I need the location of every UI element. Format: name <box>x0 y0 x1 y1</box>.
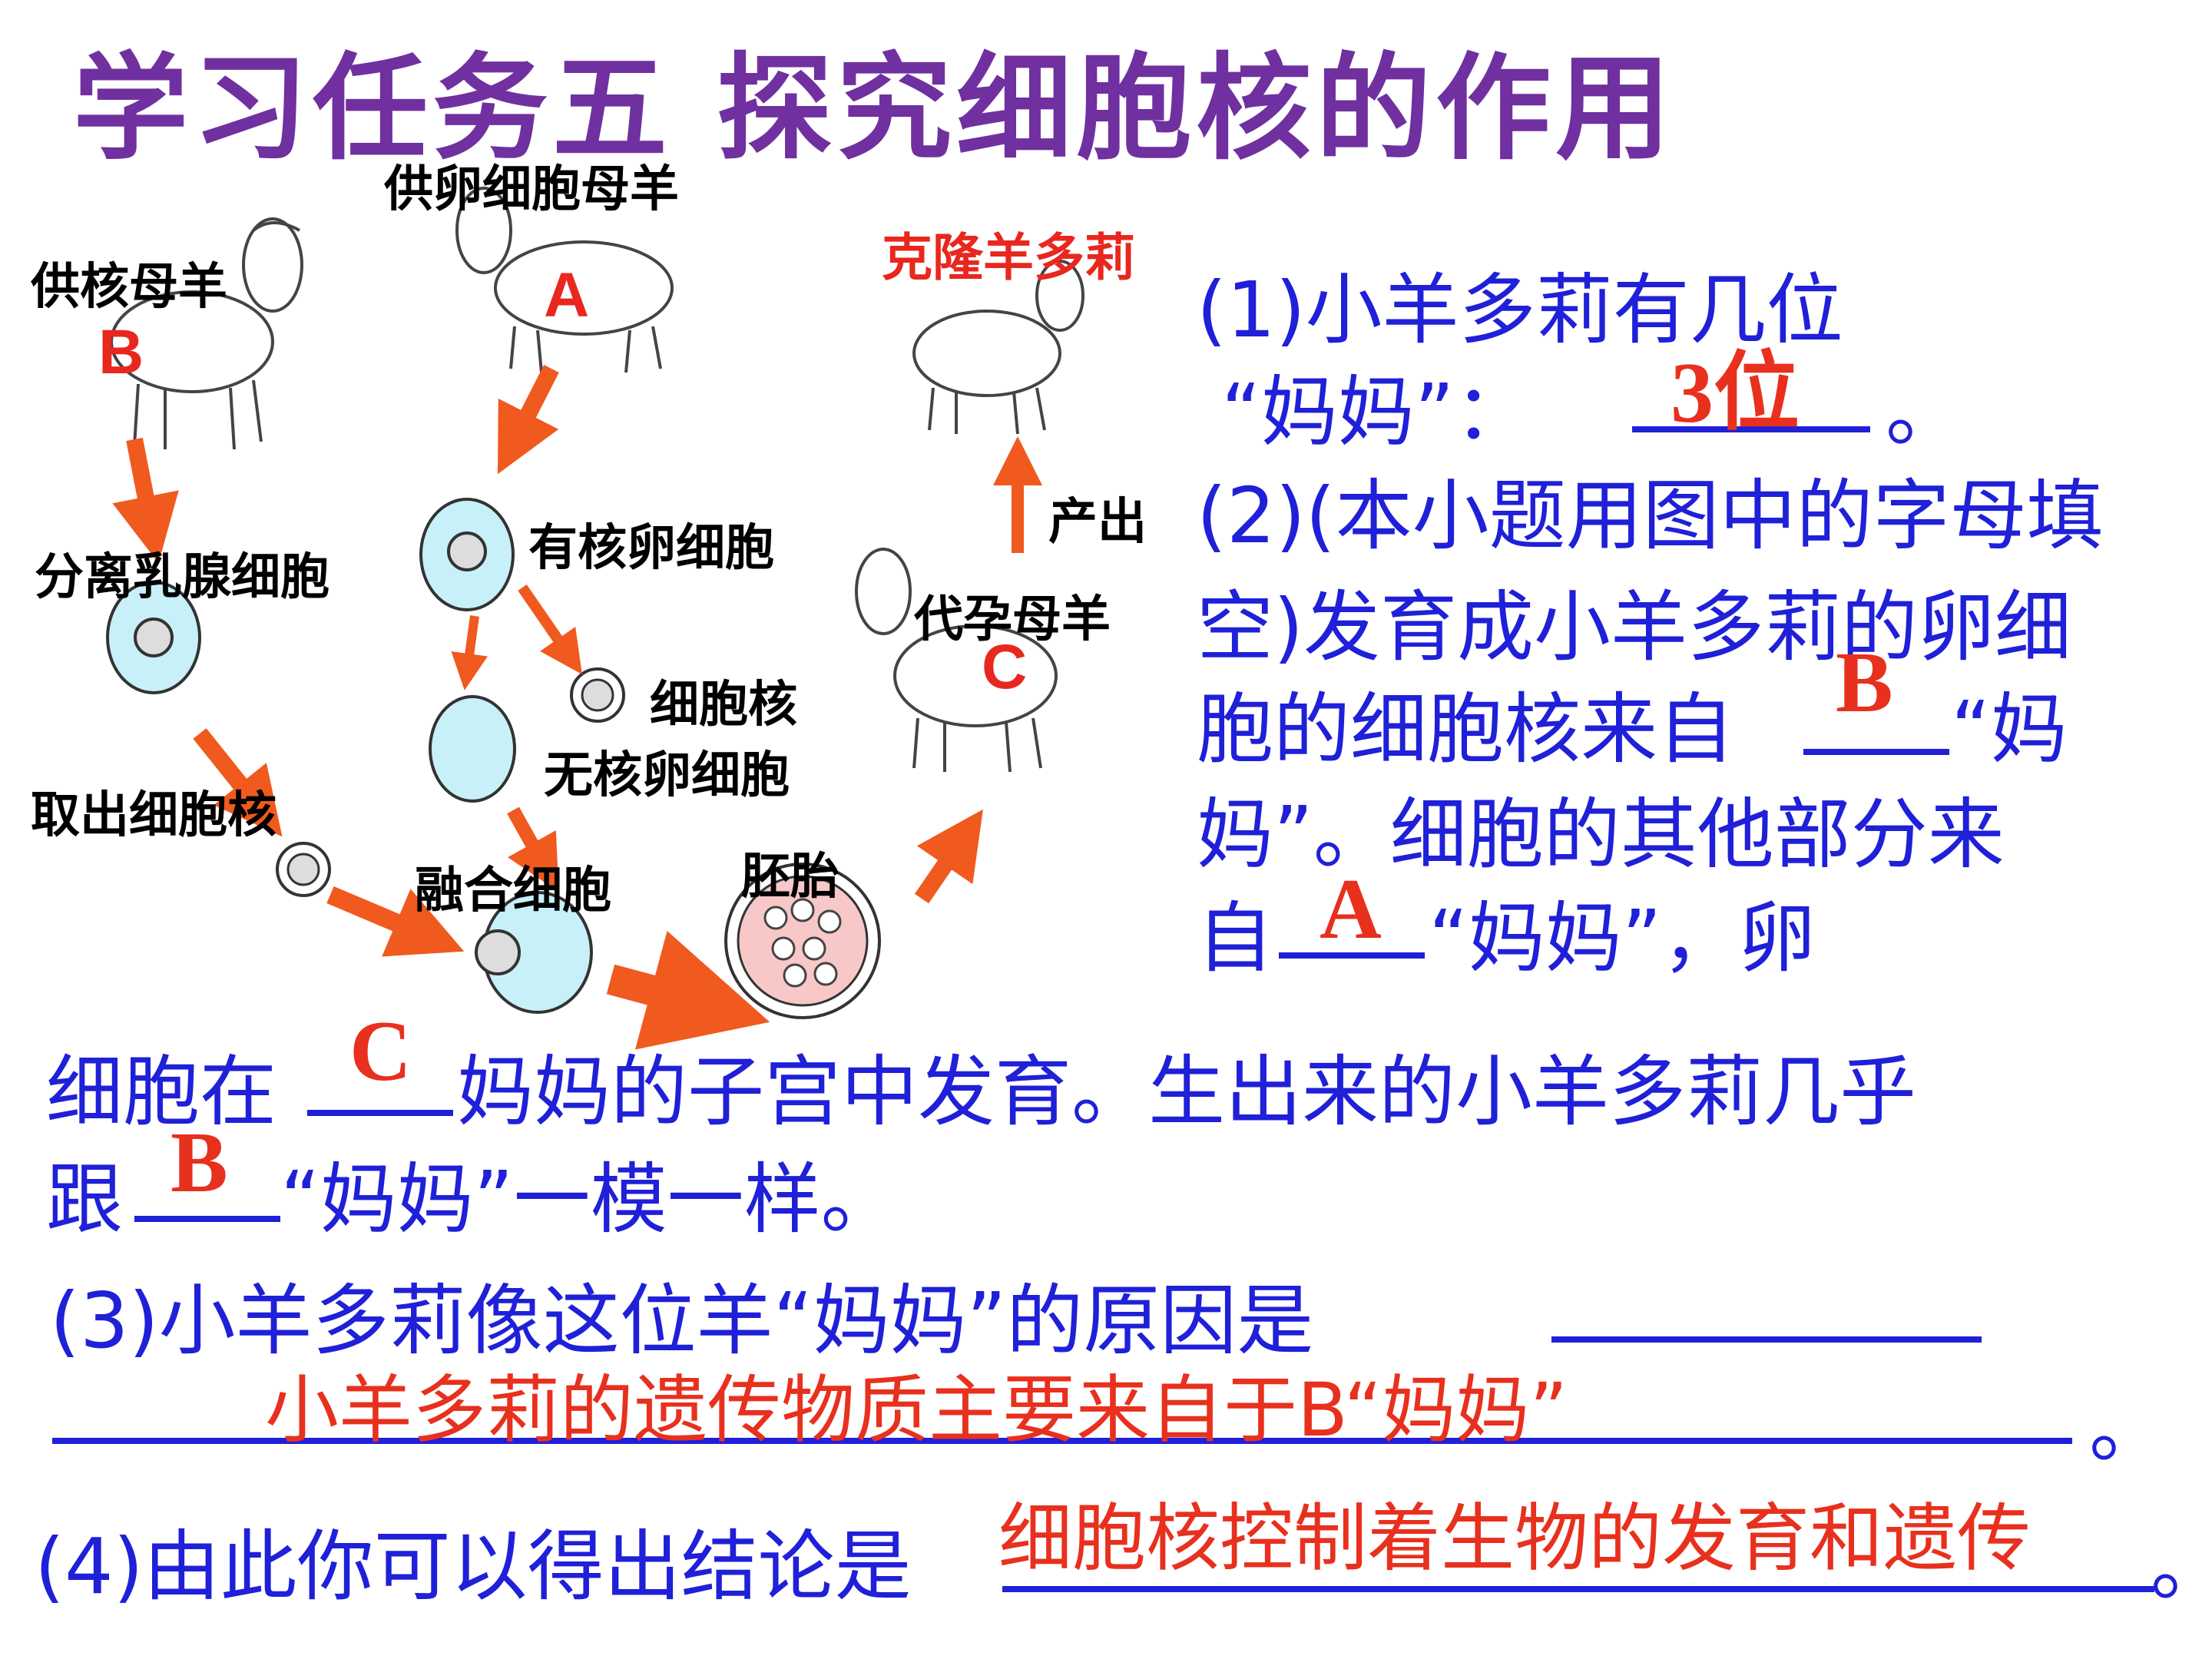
arrow-egg-to-enucleated <box>451 615 488 690</box>
arrow-fused-to-embryo <box>606 930 770 1050</box>
q3-answer: 小羊多莉的遗传物质主要来自于B“妈妈” <box>265 1367 1568 1453</box>
arrow-mammary-to-nucleus <box>193 728 283 837</box>
egg-donor-sheep-icon <box>455 187 674 373</box>
q2-line3a: 胞的细胞核来自 <box>1197 684 1734 774</box>
clone-dolly-label: 克隆羊多莉 <box>882 228 1135 287</box>
fused-cell-icon <box>475 891 593 1014</box>
q3-blank-bottom <box>52 1438 2072 1444</box>
isolate-mammary-cell-label: 分离乳腺细胞 <box>35 549 329 606</box>
nucleated-egg-label: 有核卵细胞 <box>528 520 774 577</box>
letter-b-label: B <box>98 317 144 387</box>
q1-blank <box>1632 426 1870 432</box>
surrogate-sheep-icon <box>855 548 1058 773</box>
q4-blank <box>1002 1586 2154 1592</box>
q2-line2: 空)发育成小羊多莉的卵细 <box>1197 582 2072 672</box>
q2-blank-2 <box>1279 952 1425 959</box>
q1-line1: (1)小羊多莉有几位 <box>1197 265 1843 355</box>
q2-blank-1 <box>1803 749 1949 755</box>
arrow-a-to-egg <box>498 365 559 475</box>
egg-donor-ewe-label: 供卵细胞母羊 <box>384 161 679 218</box>
extracted-nucleus-icon <box>276 842 331 897</box>
q2-line4: 妈”。细胞的其他部分来 <box>1197 790 2005 879</box>
q1-line2: “妈妈”： <box>1221 367 1532 457</box>
letter-c-label: C <box>982 632 1028 702</box>
q1-answer: 3位 <box>1671 346 1800 441</box>
cloning-diagram <box>106 187 1084 1050</box>
q4-line: (4)由此你可以得出结论是 <box>35 1522 912 1611</box>
q1-end: 。 <box>1886 367 1962 457</box>
nucleus-donor-ewe-label: 供核母羊 <box>31 259 227 316</box>
q2-line5a: 自 <box>1197 893 1273 983</box>
q2-line7a: 跟 <box>46 1154 123 1244</box>
page-title: 学习任务五 探究细胞核的作用 <box>73 42 1676 176</box>
q2-line6b: 妈妈的子宫中发育。生出来的小羊多莉几乎 <box>457 1047 1916 1137</box>
arrow-nucleus-to-fused <box>326 886 465 957</box>
arrow-b-to-mammary <box>112 437 179 564</box>
dolly-sheep-icon <box>912 260 1084 435</box>
q2-answer-3: C <box>349 1004 412 1099</box>
q3-line1: (3)小羊多莉像这位羊“妈妈”的原因是 <box>50 1276 1314 1366</box>
q4-end: 。 <box>2151 1504 2212 1615</box>
arrow-egg-to-nucleus <box>518 584 582 675</box>
nucleus-donor-sheep-icon <box>110 217 303 450</box>
q2-line7b: “妈妈”一模一样。 <box>280 1154 898 1244</box>
arrow-enucleated-to-fused <box>507 806 559 892</box>
q2-line1: (2)(本小题用图中的字母填 <box>1197 471 2104 561</box>
q4-answer: 细胞核控制着生物的发育和遗传 <box>998 1495 2031 1581</box>
q3-blank-top <box>1551 1336 1982 1343</box>
q2-line3b: “妈 <box>1951 684 2068 774</box>
arrow-embryo-to-surrogate <box>914 809 983 904</box>
q2-blank-4 <box>134 1216 280 1222</box>
q2-answer-1: B <box>1836 635 1893 730</box>
letter-a-label: A <box>544 260 590 330</box>
take-out-nucleus-label: 取出细胞核 <box>31 787 276 844</box>
q3-end: 。 <box>2089 1383 2166 1473</box>
enucleated-egg-label: 无核卵细胞 <box>544 747 790 804</box>
q2-line6a: 细胞在 <box>46 1047 276 1137</box>
produce-label: 产出 <box>1048 494 1147 551</box>
nucleus-icon <box>570 667 625 723</box>
embryo-label: 胚胎 <box>741 849 839 906</box>
fused-cell-label: 融合细胞 <box>415 863 611 919</box>
q2-blank-3 <box>307 1110 453 1116</box>
q2-line5b: “妈妈”，卵 <box>1429 893 1816 983</box>
nucleated-egg-icon <box>419 498 515 611</box>
enucleated-egg-icon <box>429 695 516 803</box>
nucleus-label: 细胞核 <box>650 677 797 733</box>
mammary-cell-icon <box>106 581 201 694</box>
q2-answer-4: B <box>171 1115 228 1210</box>
surrogate-ewe-label: 代孕母羊 <box>914 591 1111 648</box>
q2-answer-2: A <box>1320 862 1382 957</box>
